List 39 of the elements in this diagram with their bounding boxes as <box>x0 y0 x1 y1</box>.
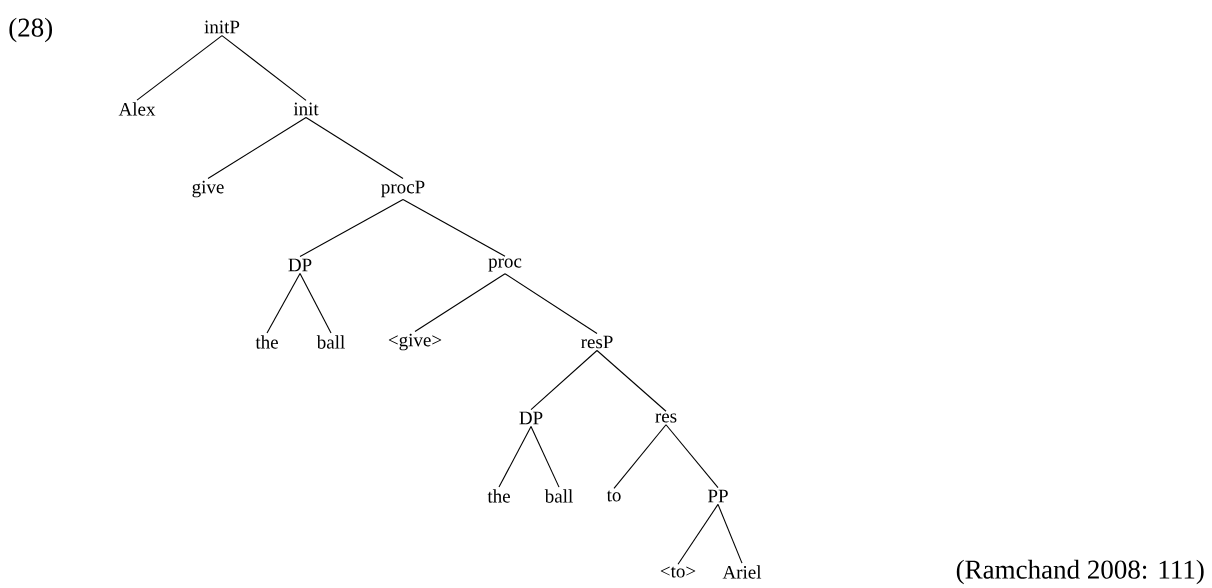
tree-label: ball <box>544 489 573 503</box>
tree-label: <to> <box>660 566 696 578</box>
example-number: (28) <box>9 17 52 43</box>
branch-line <box>414 273 506 332</box>
branch-line <box>504 273 598 335</box>
branch-line <box>530 349 598 411</box>
branch-line <box>266 272 301 334</box>
branch-line <box>305 117 404 180</box>
branch-line <box>221 35 307 101</box>
tree-label: proc <box>488 258 522 272</box>
tree-label: the <box>255 335 278 349</box>
tree-label: Ariel <box>722 565 762 579</box>
tree-label: ball <box>316 335 345 349</box>
source-citation: (Ramchand 2008: 111) <box>956 559 1204 585</box>
tree-label: DP <box>519 411 543 425</box>
branch-line <box>665 424 719 489</box>
branch-line <box>717 503 743 564</box>
branch-line <box>136 35 223 101</box>
tree-label: PP <box>708 489 728 503</box>
branch-line <box>299 198 404 258</box>
tree-label: initP <box>204 20 240 34</box>
branch-line <box>613 424 667 489</box>
branch-line <box>530 425 560 488</box>
tree-label: procP <box>381 180 425 198</box>
tree-label: Alex <box>118 102 156 116</box>
tree-label: init <box>293 102 319 116</box>
branch-line <box>596 349 667 412</box>
branch-line <box>207 117 307 179</box>
branch-line <box>677 503 719 565</box>
branch-line <box>299 272 332 334</box>
tree-label: resP <box>581 335 613 349</box>
tree-label: give <box>192 180 224 198</box>
tree-label: <give> <box>388 333 442 351</box>
tree-label: res <box>655 413 677 423</box>
tree-label: DP <box>288 258 312 272</box>
branch-line <box>498 425 532 488</box>
tree-label: the <box>487 489 510 503</box>
branch-line <box>402 198 506 257</box>
tree-label: to <box>606 490 621 502</box>
